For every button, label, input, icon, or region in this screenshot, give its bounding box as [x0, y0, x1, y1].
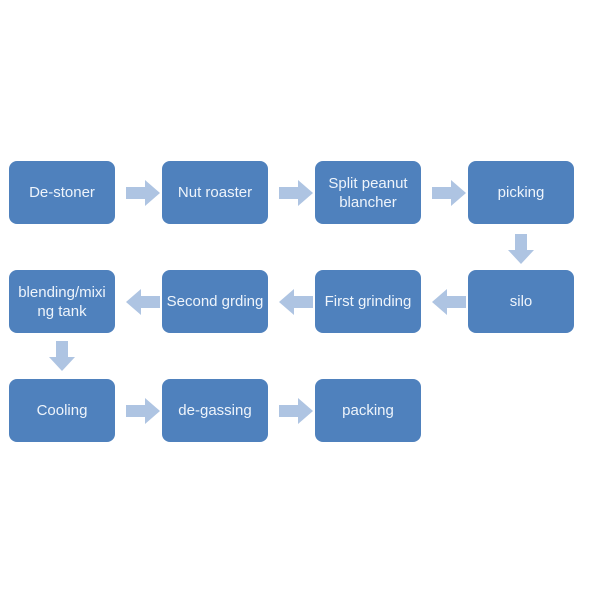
node-second-grding: Second grding — [162, 270, 268, 333]
arrow-down-icon — [508, 234, 534, 264]
arrow-right-icon — [279, 180, 313, 206]
arrow-left-icon — [279, 289, 313, 315]
node-de-stoner: De-stoner — [9, 161, 115, 224]
node-cooling: Cooling — [9, 379, 115, 442]
node-silo: silo — [468, 270, 574, 333]
node-first-grinding: First grinding — [315, 270, 421, 333]
node-picking: picking — [468, 161, 574, 224]
node-nut-roaster: Nut roaster — [162, 161, 268, 224]
node-blending-mixing-tank: blending/mixi ng tank — [9, 270, 115, 333]
arrow-left-icon — [432, 289, 466, 315]
node-packing: packing — [315, 379, 421, 442]
arrow-right-icon — [126, 398, 160, 424]
node-split-peanut-blancher: Split peanut blancher — [315, 161, 421, 224]
arrow-right-icon — [432, 180, 466, 206]
arrow-left-icon — [126, 289, 160, 315]
arrow-right-icon — [279, 398, 313, 424]
arrow-down-icon — [49, 341, 75, 371]
arrow-right-icon — [126, 180, 160, 206]
node-de-gassing: de-gassing — [162, 379, 268, 442]
